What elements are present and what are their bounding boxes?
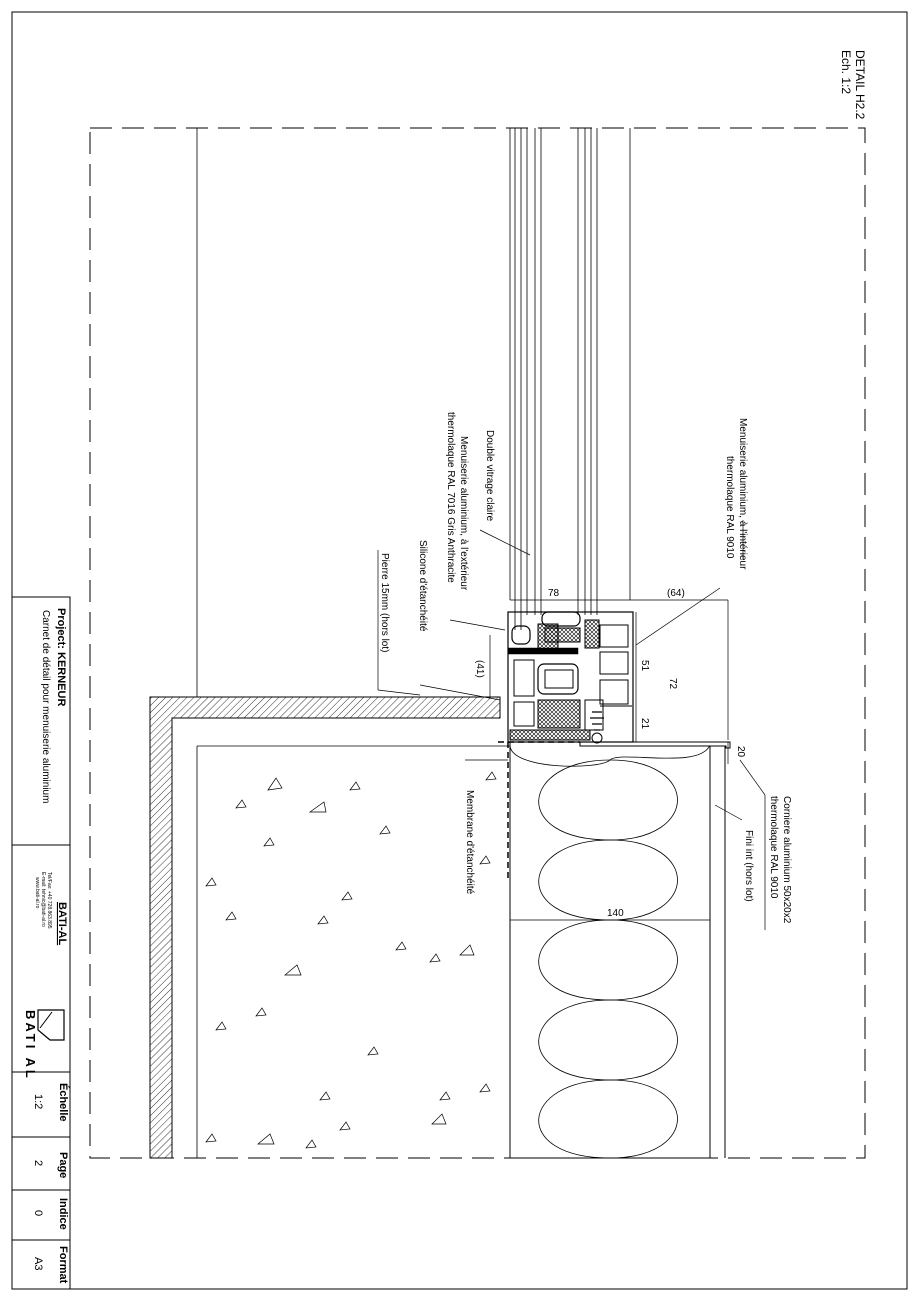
dim-140: 140	[607, 908, 624, 919]
dimension-lines	[489, 599, 729, 921]
dim-78: 78	[548, 588, 560, 599]
field-value-indice: 0	[32, 1210, 44, 1216]
title-block: Project: KERNEUR Carnet de détail pour m…	[11, 596, 71, 1290]
stone-cladding	[149, 696, 501, 1159]
dim-64: (64)	[667, 588, 685, 599]
leader-lines	[377, 520, 766, 930]
logo-text: BATI AL	[23, 1010, 38, 1081]
detail-boundary	[89, 127, 866, 1159]
field-label-indice: Indice	[57, 1198, 69, 1230]
note-corniere-line1: Corniere aluminium 50x20x2	[781, 796, 792, 924]
note-silicone: Silicone d'étanchéité	[417, 540, 428, 632]
field-label-page: Page	[57, 1152, 69, 1178]
field-value-page: 2	[32, 1160, 44, 1166]
concrete-slab	[196, 745, 510, 1158]
dim-21: 21	[639, 718, 650, 730]
sheet-border	[11, 11, 908, 1290]
detail-scale: Ech. 1:2	[839, 50, 853, 94]
note-pierre: Pierre 15mm (hors lot)	[379, 553, 390, 652]
company-phone: Tel/Fax: +40 728.863.895	[46, 872, 52, 929]
field-value-format: A3	[32, 1257, 44, 1270]
note-menuiserie-int-line1: Menuiserie aluminium, à l'intérieur	[737, 418, 748, 570]
note-double-vitrage: Double vitrage claire	[484, 430, 495, 522]
field-label-format: Format	[57, 1246, 69, 1284]
note-menuiserie-ext-line2: thermolaque RAL 7016 Gris Anthracite	[445, 412, 456, 583]
detail-title: DETAIL H2.2	[853, 50, 867, 120]
corniere-profile	[579, 741, 731, 749]
insulation	[509, 741, 726, 1159]
note-fini-int: Fini int (hors lot)	[743, 830, 754, 902]
field-label-echelle: Échelle	[57, 1083, 70, 1122]
note-menuiserie-int-line2: thermolaque RAL 9010	[724, 456, 735, 559]
dim-20: 20	[735, 746, 746, 758]
dim-72: 72	[667, 678, 678, 690]
dim-41: (41)	[474, 660, 485, 678]
note-menuiserie-ext-line1: Menuiserie aluminium, à l'extérieur	[458, 436, 469, 591]
project-subtitle: Carnet de détail pour menuiserie alumini…	[40, 610, 51, 803]
field-value-echelle: 1:2	[32, 1094, 44, 1109]
company-email: E-mail: tehnic@bati-al.ro	[40, 872, 46, 927]
glazing	[509, 128, 631, 630]
dim-51: 51	[639, 660, 650, 672]
company-web: www.bati-al.ro	[34, 877, 40, 909]
note-membrane: Membrane d'étanchéité	[464, 790, 475, 895]
window-frame-profile	[507, 611, 634, 744]
company-logo: BATI AL	[23, 1009, 65, 1081]
company-name: BATI-AL	[56, 902, 68, 945]
project-label: Project: KERNEUR	[55, 608, 67, 706]
note-corniere-line2: thermolaque RAL 9010	[768, 796, 779, 899]
